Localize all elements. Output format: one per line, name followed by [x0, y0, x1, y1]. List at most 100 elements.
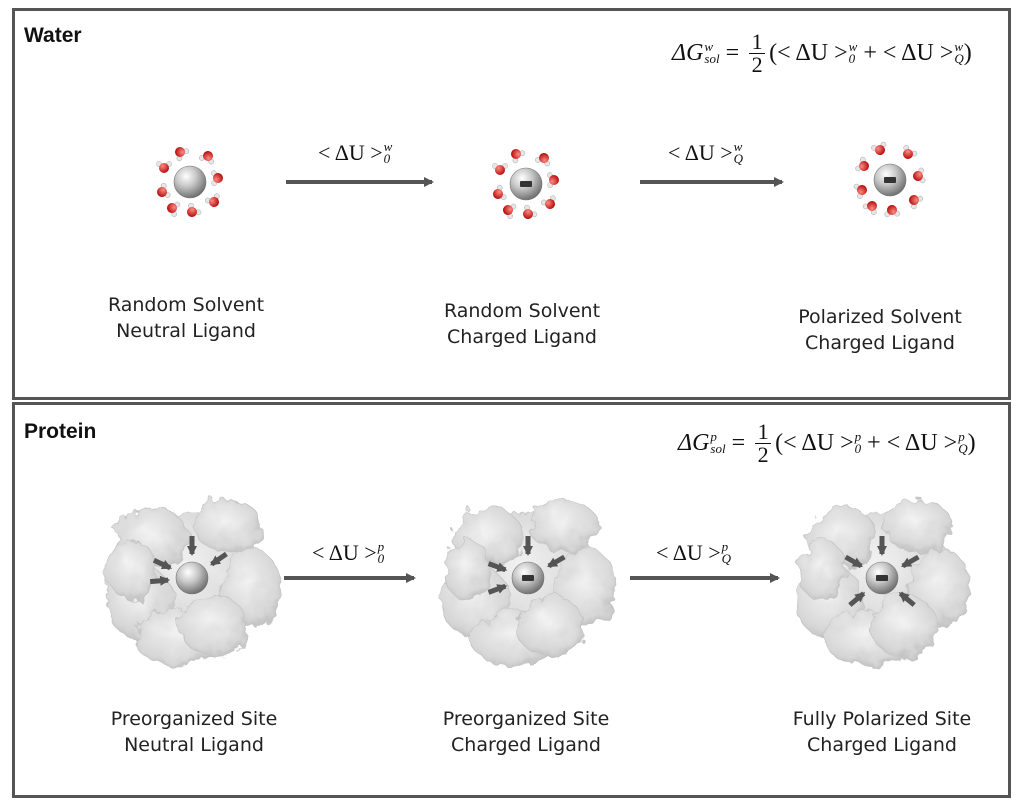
protein-panel-title: Protein [24, 420, 97, 443]
oxygen-atom [159, 163, 169, 173]
protein-blob [193, 499, 263, 553]
oxygen-atom [493, 189, 503, 199]
oxygen-atom [209, 197, 219, 207]
field-arrow [487, 561, 508, 573]
solvated-ligand [156, 147, 223, 217]
water-molecule [547, 172, 559, 188]
protein-blob-group [795, 499, 971, 667]
water-molecule [871, 141, 887, 155]
state-line2: Neutral Ligand [116, 320, 256, 342]
arrow-label-text: < ΔU > [656, 540, 721, 565]
water-molecule [211, 170, 223, 186]
oxygen-atom [903, 149, 913, 159]
arrow-label-text: < ΔU > [318, 140, 383, 165]
oxygen-atom [887, 205, 897, 215]
oxygen-atom [857, 185, 867, 195]
field-arrow [547, 554, 566, 569]
neutral-ligand [173, 165, 207, 199]
protein-surface-3 [795, 499, 971, 667]
state-line1: Random Solvent [107, 294, 265, 316]
state-line2: Charged Ligand [807, 734, 957, 756]
eq-term2-sup: p [958, 429, 965, 444]
eq-term2-sub: Q [954, 51, 964, 66]
eq-term1: (< ΔU > [775, 429, 854, 456]
protein-surface-2 [441, 499, 617, 667]
arrow-label-sub: 0 [383, 151, 391, 166]
eq-term1-sup: p [854, 429, 862, 444]
eq-term2-sup: w [954, 39, 964, 54]
protein-blob [529, 499, 599, 553]
eq-term1: (< ΔU > [769, 39, 848, 66]
oxygen-atom [859, 161, 869, 171]
water-molecule [492, 163, 508, 175]
field-arrow [149, 575, 171, 586]
minus-sign [522, 575, 534, 581]
water-panel-title: Water [24, 24, 82, 47]
field-arrow [844, 554, 863, 569]
water-molecule [187, 202, 202, 217]
minus-sign [876, 575, 888, 581]
protein-blob [797, 539, 847, 601]
field-arrow [898, 591, 916, 607]
field-arrow [901, 554, 920, 569]
charged-ligand [865, 561, 899, 595]
water-molecule [156, 161, 172, 173]
arrow-label-text: < ΔU > [668, 140, 733, 165]
protein-blob [443, 539, 493, 601]
eq-term1-sub: 0 [854, 441, 862, 456]
water-molecule [535, 153, 551, 167]
oxygen-atom [867, 201, 877, 211]
protein-blob [515, 595, 585, 657]
state-line2: Charged Ligand [805, 332, 955, 354]
state-line1: Preorganized Site [110, 708, 278, 730]
eq-frac-den: 2 [757, 441, 769, 467]
eq-frac-num: 1 [751, 28, 763, 54]
arrow-label-sub: Q [733, 151, 744, 166]
eq-term2: + < ΔU > [863, 39, 954, 66]
water-molecule [493, 185, 507, 200]
ligand-sphere [173, 165, 207, 199]
oxygen-atom [495, 165, 505, 175]
water-molecule [853, 183, 867, 199]
water-molecule [540, 195, 556, 209]
eq-lhs: ΔG [678, 429, 710, 456]
oxygen-atom [157, 187, 167, 197]
water-molecule [523, 204, 538, 219]
state-line1: Fully Polarized Site [792, 708, 972, 730]
state-line2: Charged Ligand [451, 734, 601, 756]
minus-sign [884, 177, 896, 183]
charged-ligand [873, 163, 907, 197]
water-molecule [909, 195, 924, 210]
eq-close: ) [963, 39, 972, 66]
eq-close: ) [967, 429, 976, 456]
field-arrow [210, 551, 228, 567]
water-molecule [204, 193, 220, 207]
eq-equals: = [725, 39, 740, 66]
arrow-label-text: < ΔU > [312, 540, 377, 565]
solvated-ligand [492, 149, 559, 219]
protein-blob [869, 595, 939, 657]
state-line2: Neutral Ligand [124, 734, 264, 756]
minus-sign [520, 181, 532, 187]
ligand-sphere [175, 561, 209, 595]
oxygen-atom [167, 203, 177, 213]
water-molecule [913, 167, 926, 184]
